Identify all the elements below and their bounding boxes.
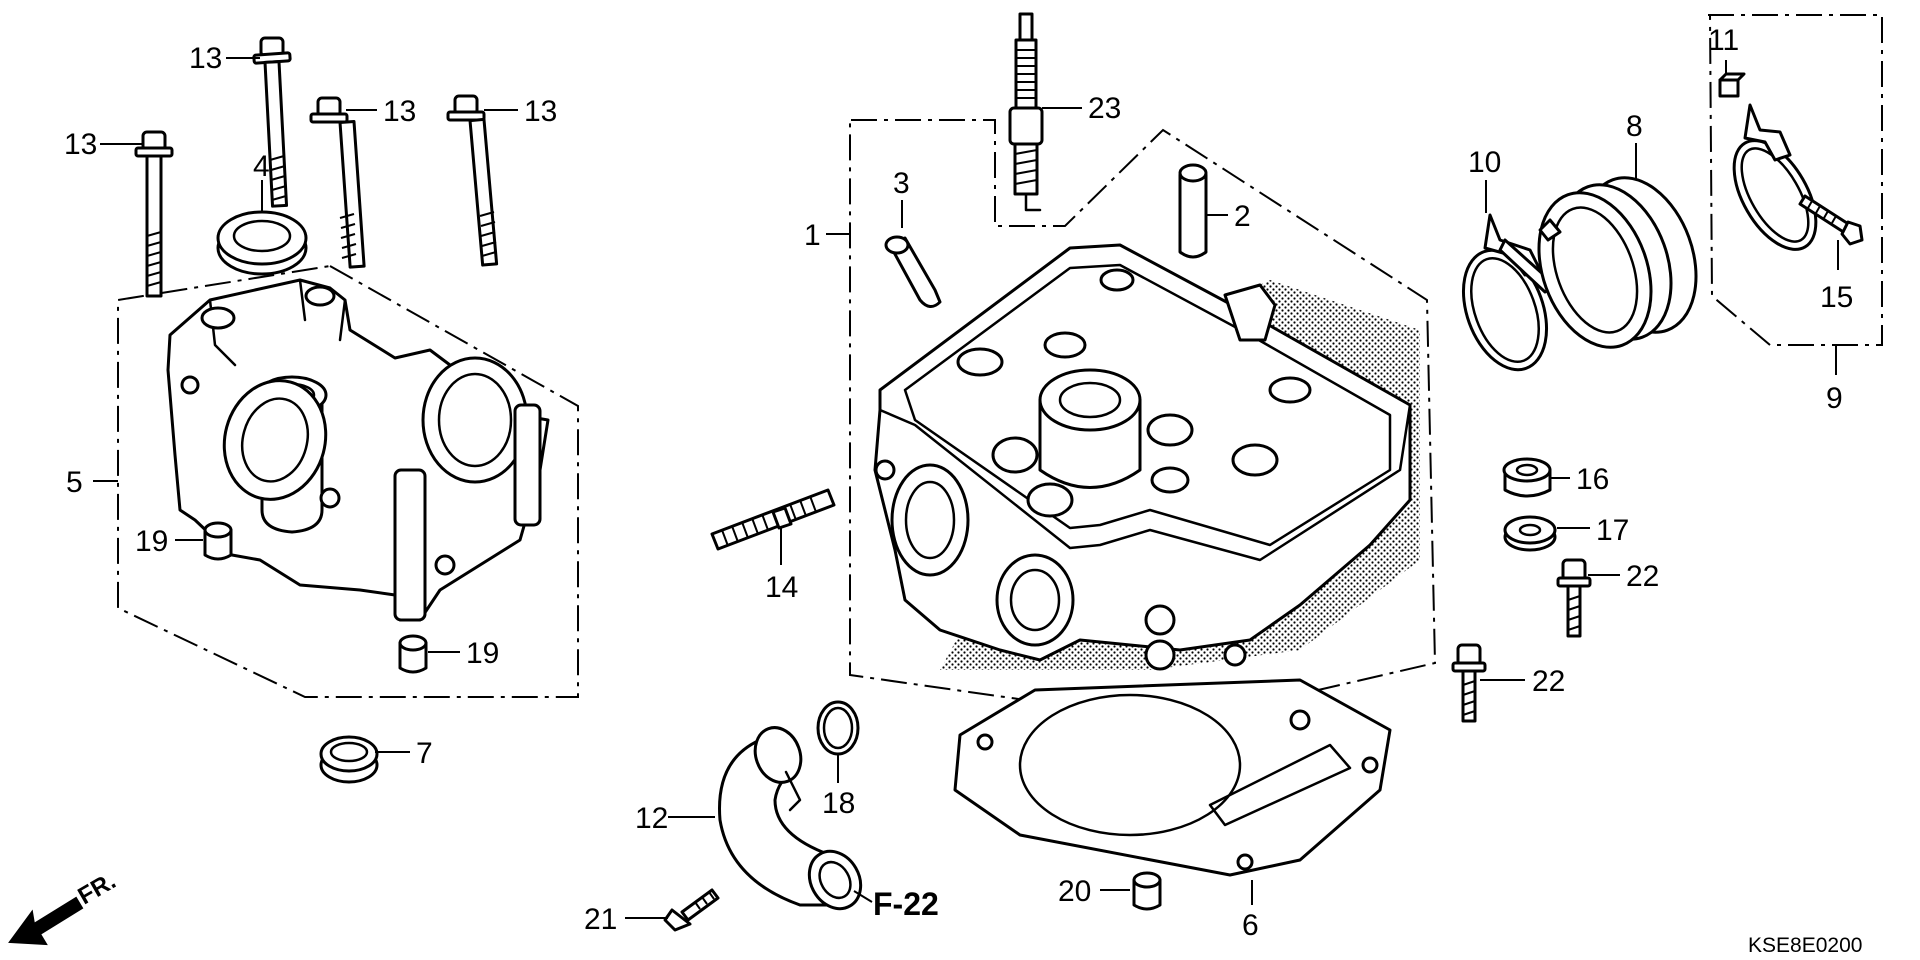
callout-7: 7 [416,737,433,770]
callout-16: 16 [1576,463,1609,496]
bolt-22-b [1451,643,1487,723]
callout-13-b: 13 [189,42,222,75]
camshaft-holder-group-line [117,265,579,698]
cylinder-head-group-line [849,119,1437,724]
stud-bolt-14 [710,488,836,551]
callout-2: 2 [1234,200,1251,233]
callout-18: 18 [822,787,855,820]
cylinder-head-1 [873,243,1420,671]
o-ring-18 [816,700,860,756]
reference-f22: F-22 [873,886,939,922]
nut-16 [1502,457,1552,498]
bolt-13-a [134,130,174,298]
callout-14: 14 [765,571,798,604]
washer-17 [1503,515,1557,552]
callout-13-a: 13 [64,128,97,161]
drawing-code: KSE8E0200 [1748,934,1862,957]
nut-11 [1718,72,1746,98]
callout-21: 21 [584,903,617,936]
bolt-13-c [309,96,366,269]
callout-9: 9 [1826,382,1843,415]
callout-15: 15 [1820,281,1853,314]
callout-23: 23 [1088,92,1121,125]
seal-4 [216,210,308,276]
bolt-22-a [1556,558,1592,638]
bolt-21 [663,888,720,932]
insulator-8 [1537,176,1698,349]
callout-3: 3 [893,167,910,200]
callout-10: 10 [1468,146,1501,179]
air-joint-group-line [1708,14,1883,346]
camshaft-holder-5 [166,278,550,622]
callout-5: 5 [66,466,83,499]
dowel-19-a [203,521,233,561]
callout-6: 6 [1242,909,1259,942]
screw-15 [1798,194,1864,246]
front-direction-arrow: FR. [8,867,120,946]
callout-13-d: 13 [524,95,557,128]
callout-19-a: 19 [135,525,168,558]
bolt-13-b [252,36,292,208]
callout-20: 20 [1058,875,1091,908]
water-pipe-12 [718,726,863,911]
valve-guide-3 [884,235,942,308]
callout-22-b: 22 [1532,665,1565,698]
bolt-13-d [446,94,499,267]
callout-13-c: 13 [383,95,416,128]
dowel-20 [1132,871,1162,911]
callout-12: 12 [635,802,668,835]
dowel-19-b [398,634,428,674]
valve-guide-2 [1178,163,1208,259]
callout-4: 4 [253,150,270,183]
callout-22-a: 22 [1626,560,1659,593]
callout-17: 17 [1596,514,1629,547]
callout-19-b: 19 [466,637,499,670]
leader-lines [93,57,1839,919]
callout-8: 8 [1626,110,1643,143]
clamp-band-9 [1732,103,1818,251]
ring-7 [319,735,379,784]
head-gasket-6 [953,678,1392,877]
spark-plug-23 [1008,12,1044,212]
callout-labels: 13 13 13 13 4 5 19 19 7 1 3 2 23 14 10 8… [64,24,1853,942]
clamp-10 [1461,213,1557,372]
callout-11: 11 [1708,24,1739,57]
callout-1: 1 [804,219,821,252]
